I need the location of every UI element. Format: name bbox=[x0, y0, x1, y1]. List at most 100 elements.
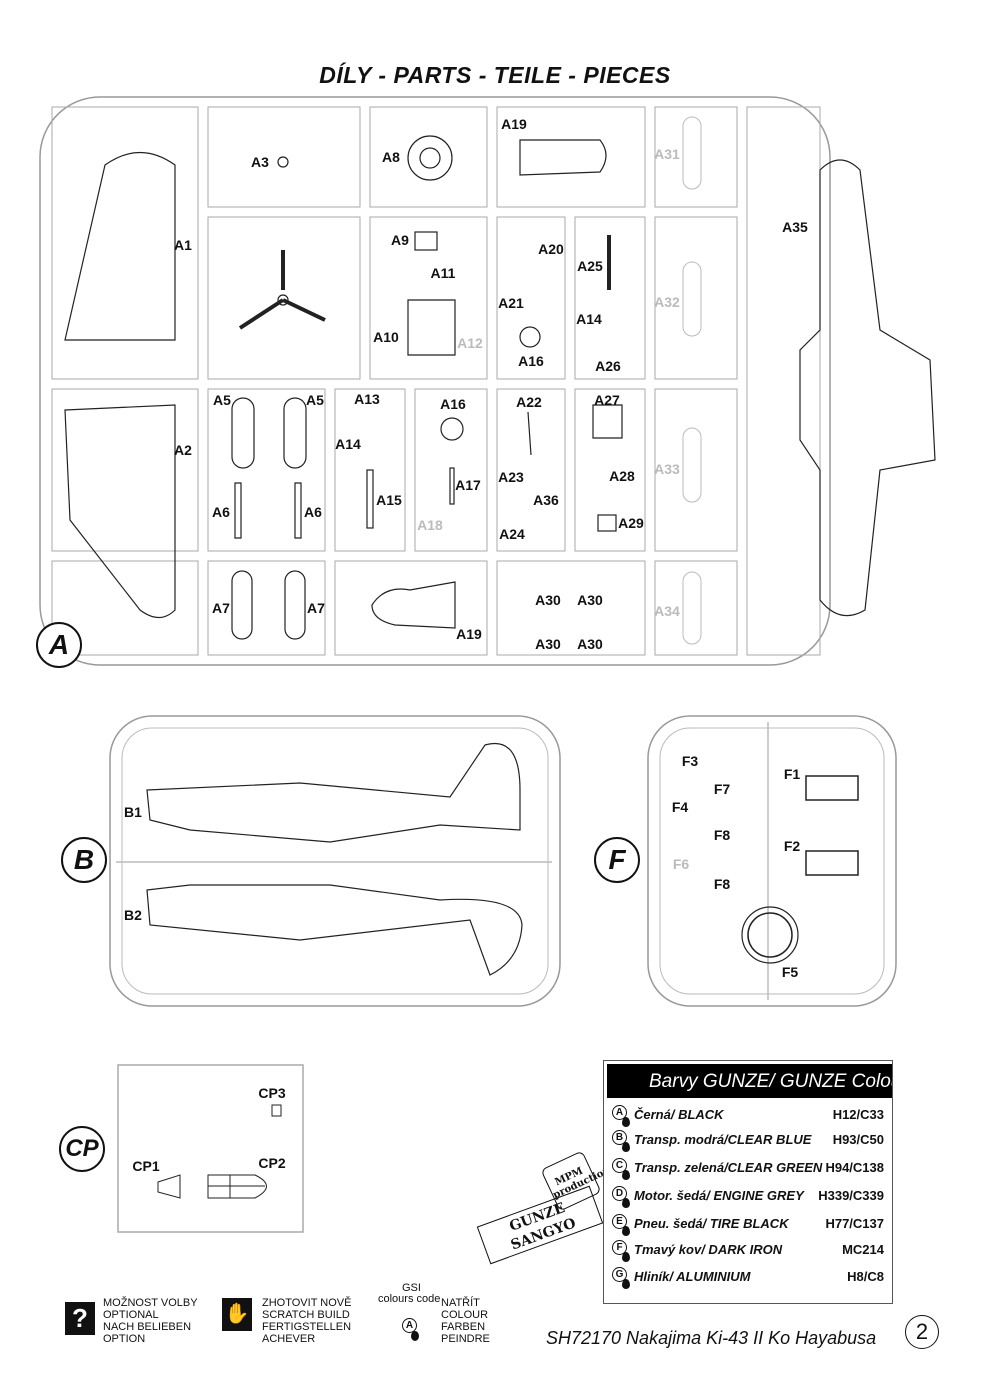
paint-drop-icon bbox=[622, 1252, 630, 1262]
part-label: B2 bbox=[124, 907, 142, 923]
colour-row: D Motor. šedá/ ENGINE GREY H339/C339 bbox=[612, 1186, 884, 1208]
colour-code: H94/C138 bbox=[825, 1160, 884, 1175]
paint-drop-icon bbox=[622, 1142, 630, 1152]
colour-name: Hliník/ ALUMINIUM bbox=[634, 1269, 751, 1284]
part-label: CP3 bbox=[258, 1085, 286, 1101]
part-label: A30 bbox=[535, 636, 561, 652]
part-label: A5 bbox=[306, 392, 324, 408]
part-label: A21 bbox=[498, 295, 524, 311]
colour-table-header: Barvy GUNZE/ GUNZE Colours bbox=[607, 1064, 892, 1098]
paint-drop-icon bbox=[622, 1198, 630, 1208]
hand-icon: ✋ bbox=[222, 1298, 252, 1331]
part-label: A34 bbox=[654, 603, 680, 619]
part-label: A10 bbox=[373, 329, 399, 345]
part-label: A8 bbox=[382, 149, 400, 165]
sprue-b-badge: B bbox=[61, 837, 107, 883]
colour-letter: A bbox=[612, 1105, 627, 1120]
colour-letter: B bbox=[612, 1130, 627, 1145]
gsi-label: GSI bbox=[402, 1282, 421, 1294]
legend-line: SCRATCH BUILD bbox=[262, 1309, 350, 1321]
legend-line: COLOUR bbox=[441, 1309, 489, 1321]
part-label: A17 bbox=[455, 477, 481, 493]
colour-letter: E bbox=[612, 1214, 627, 1229]
sprue-a-frame bbox=[39, 96, 831, 666]
part-label: A16 bbox=[440, 396, 466, 412]
part-label: A33 bbox=[654, 461, 680, 477]
sprue-f-badge: F bbox=[594, 837, 640, 883]
part-label: A24 bbox=[499, 526, 525, 542]
colour-name: Motor. šedá/ ENGINE GREY bbox=[634, 1188, 804, 1203]
kit-name: SH72170 Nakajima Ki-43 II Ko Hayabusa bbox=[546, 1328, 877, 1348]
part-label: A30 bbox=[577, 636, 603, 652]
part-label: A19 bbox=[501, 116, 527, 132]
legend-line: FARBEN bbox=[441, 1321, 486, 1333]
part-label: A35 bbox=[782, 219, 808, 235]
paint-drop-icon bbox=[622, 1279, 630, 1289]
part-label: A23 bbox=[498, 469, 524, 485]
colour-row: A Černá/ BLACK H12/C33 bbox=[612, 1105, 884, 1127]
part-label: A9 bbox=[391, 232, 409, 248]
part-label: A6 bbox=[212, 504, 230, 520]
colour-name: Černá/ BLACK bbox=[634, 1107, 724, 1122]
part-label: A14 bbox=[335, 436, 361, 452]
part-label: A12 bbox=[457, 335, 483, 351]
colour-letter: C bbox=[612, 1158, 627, 1173]
colour-letter-icon: A bbox=[402, 1318, 417, 1333]
part-label: A20 bbox=[538, 241, 564, 257]
legend-line: PEINDRE bbox=[441, 1333, 490, 1345]
part-label: A15 bbox=[376, 492, 402, 508]
colour-code: H77/C137 bbox=[825, 1216, 884, 1231]
part-label: A14 bbox=[576, 311, 602, 327]
part-label: A30 bbox=[535, 592, 561, 608]
paint-drop-icon bbox=[622, 1170, 630, 1180]
part-label: A5 bbox=[213, 392, 231, 408]
gsi-code-label: colours code bbox=[378, 1293, 441, 1305]
part-label: A36 bbox=[533, 492, 559, 508]
paint-drop-icon bbox=[622, 1226, 630, 1236]
colour-row: E Pneu. šedá/ TIRE BLACK H77/C137 bbox=[612, 1214, 884, 1236]
part-label: A6 bbox=[304, 504, 322, 520]
paint-drop-icon bbox=[411, 1331, 419, 1341]
colour-name: Pneu. šedá/ TIRE BLACK bbox=[634, 1216, 789, 1231]
part-label: A26 bbox=[595, 358, 621, 374]
part-label: F7 bbox=[713, 781, 731, 797]
part-label: F8 bbox=[713, 827, 731, 843]
sprue-cp-badge: CP bbox=[59, 1126, 105, 1172]
sprue-a-badge: A bbox=[36, 622, 82, 668]
part-label: A30 bbox=[577, 592, 603, 608]
colour-name: Transp. modrá/CLEAR BLUE bbox=[634, 1132, 812, 1147]
fuselage-b2 bbox=[146, 884, 523, 976]
question-mark-icon: ? bbox=[65, 1302, 95, 1335]
part-label: A7 bbox=[212, 600, 230, 616]
colour-code: H339/C339 bbox=[818, 1188, 884, 1203]
part-label: A32 bbox=[654, 294, 680, 310]
part-label: F8 bbox=[713, 876, 731, 892]
part-label: A13 bbox=[354, 391, 380, 407]
colour-code: H12/C33 bbox=[832, 1107, 884, 1122]
part-label: F2 bbox=[783, 838, 801, 854]
page-number: 2 bbox=[905, 1315, 939, 1349]
part-label: A29 bbox=[618, 515, 644, 531]
part-label: A18 bbox=[417, 517, 443, 533]
part-label: F6 bbox=[672, 856, 690, 872]
part-label: A1 bbox=[174, 237, 192, 253]
part-label: A2 bbox=[174, 442, 192, 458]
part-label: A25 bbox=[577, 258, 603, 274]
legend-line: NATŘÍT bbox=[441, 1297, 480, 1309]
part-label: F3 bbox=[681, 753, 699, 769]
legend-line: OPTIONAL bbox=[103, 1309, 159, 1321]
sprue-a-cells bbox=[51, 106, 821, 656]
part-label: A3 bbox=[251, 154, 269, 170]
part-label: A22 bbox=[516, 394, 542, 410]
legend-line: FERTIGSTELLEN bbox=[262, 1321, 352, 1333]
part-label: A31 bbox=[654, 146, 680, 162]
fuselage-b1 bbox=[146, 742, 521, 843]
legend-line: ZHOTOVIT NOVĚ bbox=[262, 1297, 352, 1309]
colour-letter: D bbox=[612, 1186, 627, 1201]
